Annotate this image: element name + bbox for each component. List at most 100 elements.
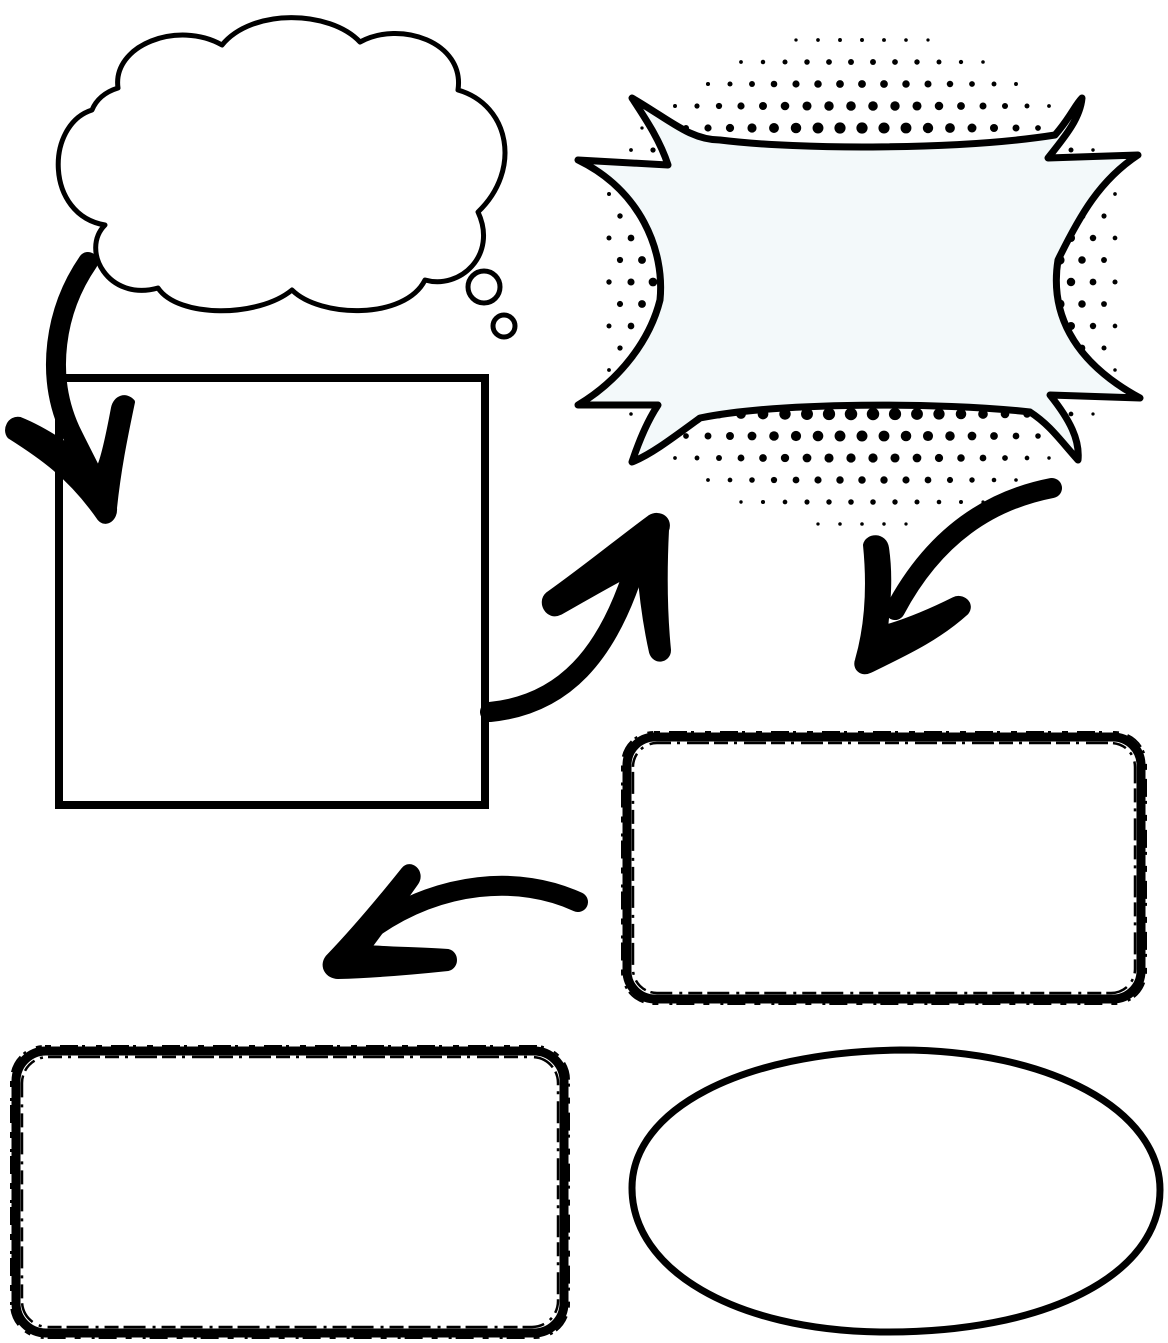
halftone-dot [638, 300, 646, 308]
thought-bubble-large [468, 271, 500, 303]
halftone-dot [638, 256, 646, 264]
halftone-dot [606, 235, 611, 240]
halftone-dot [1091, 412, 1094, 415]
halftone-dot [824, 453, 833, 462]
halftone-dot [826, 499, 831, 504]
halftone-dot [1035, 125, 1041, 131]
halftone-dot [816, 38, 820, 42]
halftone-dot [901, 431, 912, 442]
halftone-dot [924, 80, 931, 87]
halftone-dot [990, 124, 998, 132]
halftone-dot [937, 60, 942, 65]
halftone-dot [878, 122, 889, 133]
halftone-dot [846, 453, 855, 462]
halftone-dot [848, 499, 854, 505]
halftone-dot [814, 476, 821, 483]
halftone-dot [992, 82, 997, 87]
halftone-dot [969, 81, 975, 87]
halftone-dot [1047, 456, 1050, 459]
halftone-dot [969, 477, 974, 482]
halftone-dot [968, 124, 977, 133]
halftone-dot [933, 408, 944, 419]
halftone-dot [804, 59, 810, 65]
halftone-dot [868, 453, 877, 462]
halftone-dot [945, 123, 955, 133]
halftone-dot [793, 477, 800, 484]
halftone-dot [914, 499, 919, 504]
halftone-dot [835, 431, 846, 442]
halftone-dot [1014, 82, 1018, 86]
halftone-dot [816, 522, 819, 525]
halftone-dot [739, 60, 743, 64]
halftone-dot [1101, 213, 1106, 218]
halftone-dot [1090, 235, 1096, 241]
arrow-square-to-burst [490, 516, 668, 712]
halftone-dot [628, 323, 635, 330]
halftone-dot [838, 38, 842, 42]
halftone-dot [848, 59, 854, 65]
halftone-dot [716, 103, 722, 109]
halftone-dot [882, 522, 885, 525]
halftone-dot [747, 123, 756, 132]
halftone-dot [1078, 300, 1086, 308]
halftone-dot [792, 80, 799, 87]
halftone-dot [791, 123, 801, 133]
thought-cloud [58, 18, 515, 337]
halftone-dot [794, 38, 797, 41]
halftone-dot [802, 101, 811, 110]
halftone-dot [771, 81, 778, 88]
halftone-dot [617, 257, 623, 263]
halftone-dot [629, 412, 633, 416]
halftone-dot [834, 122, 845, 133]
halftone-dot [748, 432, 757, 441]
halftone-dot [1035, 433, 1041, 439]
halftone-dot [769, 431, 779, 441]
halftone-dot [858, 476, 866, 484]
thought-cloud-body [58, 18, 505, 311]
halftone-dot [1101, 257, 1107, 263]
halftone-dot [716, 455, 722, 461]
halftone-dot [607, 192, 611, 196]
halftone-dot [860, 38, 864, 42]
halftone-dot [923, 431, 933, 441]
halftone-dot [868, 101, 878, 111]
halftone-dot [914, 59, 919, 64]
arrowhead-3 [857, 538, 968, 671]
halftone-dot [1101, 301, 1107, 307]
halftone-dot [1013, 125, 1020, 132]
halftone-dot [836, 80, 844, 88]
rough-rect-right [622, 732, 1146, 1004]
halftone-dot [1025, 456, 1030, 461]
halftone-dot [1090, 323, 1096, 329]
halftone-dot [739, 500, 742, 503]
halftone-dot [759, 454, 767, 462]
halftone-dot [769, 123, 779, 133]
halftone-dot [1002, 103, 1008, 109]
halftone-dot [1091, 148, 1094, 151]
halftone-dot [890, 453, 899, 462]
halftone-dot [1067, 278, 1075, 286]
halftone-dot [980, 455, 987, 462]
halftone-dot [937, 500, 942, 505]
halftone-dot [727, 81, 732, 86]
halftone-dot [781, 454, 789, 462]
thought-bubble-small [493, 315, 515, 337]
arrow-rect-to-rect [326, 867, 578, 976]
burst [578, 38, 1140, 526]
halftone-dot [737, 102, 744, 109]
halftone-dot [1112, 279, 1117, 284]
halftone-dot [926, 38, 929, 41]
halftone-dot [791, 431, 801, 441]
halftone-dot [738, 455, 745, 462]
halftone-dot [1002, 455, 1008, 461]
halftone-dot [904, 522, 907, 525]
halftone-dot [856, 122, 867, 133]
halftone-dot [838, 522, 842, 526]
halftone-dot [857, 431, 868, 442]
halftone-dot [673, 104, 677, 108]
halftone-dot [813, 431, 824, 442]
halftone-dot [845, 408, 857, 420]
halftone-dot [628, 235, 635, 242]
halftone-dot [981, 60, 985, 64]
halftone-dot [925, 477, 932, 484]
